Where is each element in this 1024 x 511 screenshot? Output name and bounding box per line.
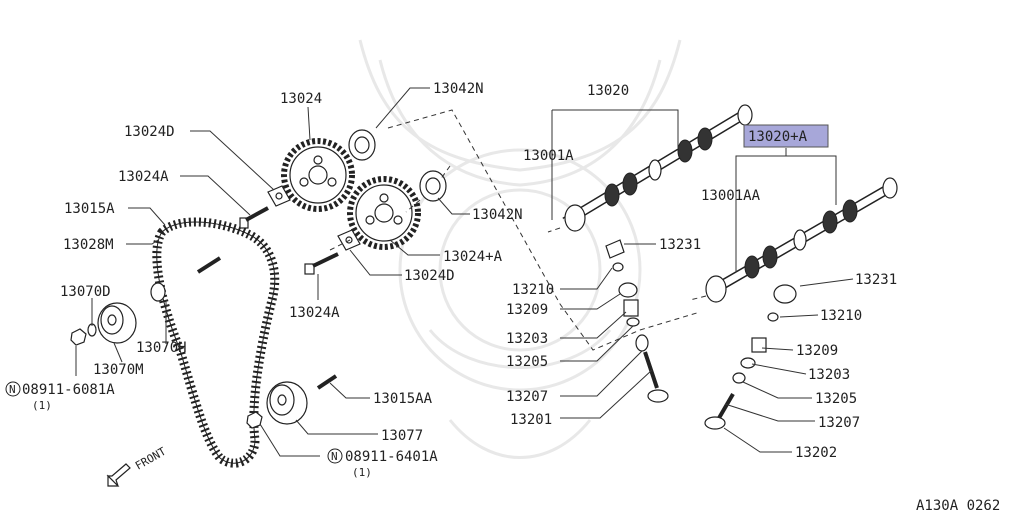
front-label: FRONT (133, 445, 169, 473)
label-13024a-bot[interactable]: 13024A (289, 305, 340, 321)
cam-sprocket-13024-plus-a (347, 176, 421, 250)
camshaft-13001a (562, 104, 753, 232)
bolt-13024a-bot (304, 252, 339, 275)
label-13202[interactable]: 13202 (795, 445, 837, 461)
label-13020[interactable]: 13020 (587, 83, 629, 99)
oil-seal-13042n-top (348, 129, 376, 161)
stud-13015a (196, 256, 222, 274)
label-08911-6401a[interactable]: 08911-6401A (345, 449, 438, 465)
label-13020-plus-a[interactable]: 13020+A (748, 129, 808, 145)
tensioner-pulley-13070m (97, 302, 137, 344)
label-13205-right[interactable]: 13205 (815, 391, 857, 407)
nut-08911-6401a (246, 411, 263, 429)
label-13070h[interactable]: 13070H (136, 340, 187, 356)
label-13042n-top[interactable]: 13042N (433, 81, 484, 97)
stud-13015aa (316, 374, 338, 390)
label-13024a-top[interactable]: 13024A (118, 169, 169, 185)
label-13210-left[interactable]: 13210 (512, 282, 554, 298)
plate-13024d-top (267, 185, 291, 207)
label-qty-right: (1) (352, 466, 372, 479)
label-13001aa[interactable]: 13001AA (701, 188, 761, 204)
label-13077[interactable]: 13077 (381, 428, 423, 444)
n-circle-icon-right: N (327, 448, 343, 464)
part-labels: 13024 13042N 13020 13024D 13001A 13020+A… (22, 81, 1000, 511)
label-13015a[interactable]: 13015A (64, 201, 115, 217)
svg-text:N: N (331, 450, 338, 463)
timing-belt (152, 217, 280, 468)
label-13205-left[interactable]: 13205 (506, 354, 548, 370)
label-13024-plus-a[interactable]: 13024+A (443, 249, 503, 265)
valve-train-right (704, 284, 797, 430)
label-13210-right[interactable]: 13210 (820, 308, 862, 324)
figure-code: A130A 0262 (916, 498, 1000, 511)
label-13207-left[interactable]: 13207 (506, 389, 548, 405)
camshaft-13001aa (705, 177, 898, 303)
label-13203-left[interactable]: 13203 (506, 331, 548, 347)
dashed-alignment-lines (329, 109, 707, 351)
label-13070d[interactable]: 13070D (60, 284, 111, 300)
label-13024d-mid[interactable]: 13024D (404, 268, 455, 284)
oil-seal-13042n-mid (419, 170, 447, 202)
label-13201[interactable]: 13201 (510, 412, 552, 428)
label-13231-right[interactable]: 13231 (855, 272, 897, 288)
label-13070m[interactable]: 13070M (93, 362, 144, 378)
leader-lines (75, 87, 854, 457)
label-13001a[interactable]: 13001A (523, 148, 574, 164)
label-13207-right[interactable]: 13207 (818, 415, 860, 431)
n-circle-icon-left: N (5, 381, 21, 397)
spring-13070h (150, 282, 166, 302)
idler-pulley-13077 (266, 381, 308, 425)
label-08911-6081a[interactable]: 08911-6081A (22, 382, 115, 398)
nut-08911-6081a (70, 328, 87, 346)
svg-text:N: N (9, 383, 16, 396)
bolt-13024a-top (239, 206, 269, 229)
label-13024d-top[interactable]: 13024D (124, 124, 175, 140)
front-arrow-icon (106, 463, 131, 487)
label-13209-right[interactable]: 13209 (796, 343, 838, 359)
label-13209-left[interactable]: 13209 (506, 302, 548, 318)
label-qty-left: (1) (32, 399, 52, 412)
label-13231-left[interactable]: 13231 (659, 237, 701, 253)
valve-train-left (605, 239, 669, 403)
label-13203-right[interactable]: 13203 (808, 367, 850, 383)
highlight-box[interactable] (743, 124, 829, 148)
label-13028m[interactable]: 13028M (63, 237, 114, 253)
label-13015aa[interactable]: 13015AA (373, 391, 433, 407)
label-13024[interactable]: 13024 (280, 91, 322, 107)
cam-sprocket-13024 (281, 138, 355, 212)
label-13042n-mid[interactable]: 13042N (472, 207, 523, 223)
